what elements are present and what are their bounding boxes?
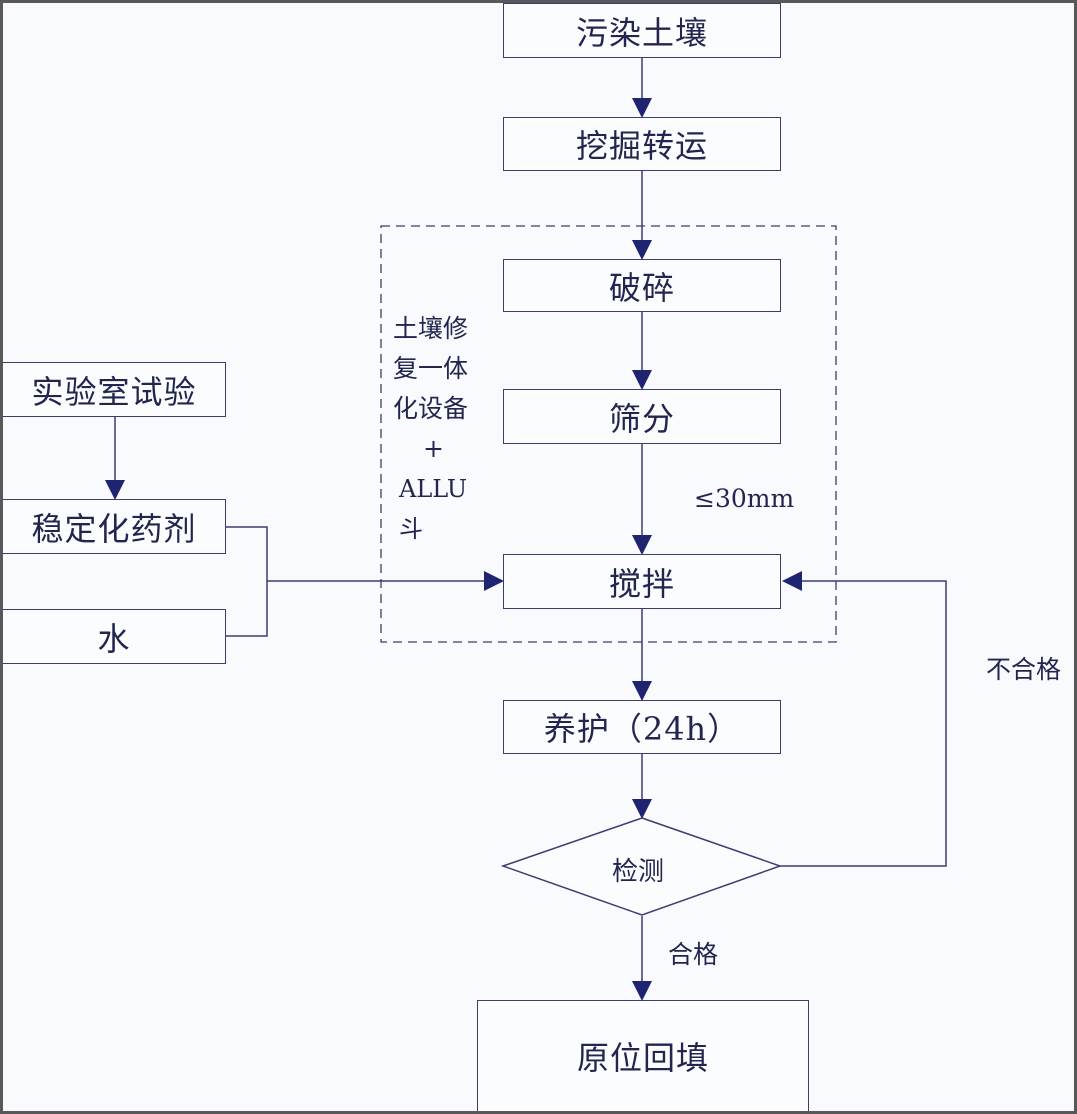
step-label: 搅拌: [608, 564, 675, 603]
step-mixing: 搅拌: [503, 554, 781, 609]
step-label: 挖掘转运: [575, 127, 708, 165]
step-label: 污染土壤: [575, 13, 708, 52]
step-in-situ-backfill: 原位回填: [477, 1000, 809, 1111]
testing-label: 检测: [612, 857, 665, 887]
input-lab-test: 实验室试验: [3, 362, 226, 417]
testing-decision-diamond: [500, 817, 783, 916]
equipment-label-line: 土壤修: [393, 314, 469, 343]
equipment-group-label: 土壤修 复一体 化设备 + ALLU 斗: [393, 309, 493, 549]
input-label: 水: [97, 619, 131, 658]
step-label: 筛分: [608, 399, 675, 438]
connectors: [105, 57, 947, 1001]
input-water: 水: [3, 609, 226, 664]
step-label: 破碎: [608, 268, 675, 307]
input-label: 实验室试验: [31, 372, 197, 411]
step-label: 养护（24h）: [543, 710, 741, 748]
input-stabilizer: 稳定化药剂: [3, 499, 226, 554]
step-contaminated-soil: 污染土壤: [503, 3, 781, 58]
step-excavation-transport: 挖掘转运: [503, 117, 781, 171]
step-crushing: 破碎: [503, 259, 781, 312]
connector-stabilizer-bracket: [225, 526, 268, 637]
step-label: 原位回填: [576, 1039, 709, 1077]
equipment-group-dashed-border: [380, 225, 837, 643]
input-label: 稳定化药剂: [31, 509, 197, 548]
pass-label: 合格: [668, 940, 719, 969]
flowchart-canvas: 污染土壤 挖掘转运 破碎 筛分 搅拌 养护（24h） 检测 原位回填 实验室试验…: [3, 3, 1074, 1111]
arrow-fail-loop: [780, 571, 947, 867]
particle-size-label: ≤30mm: [694, 484, 795, 513]
step-screening: 筛分: [503, 389, 781, 444]
equipment-label-line: 化设备: [393, 394, 469, 423]
step-curing: 养护（24h）: [503, 700, 781, 754]
equipment-label-line: ALLU 斗: [399, 475, 468, 543]
equipment-label-plus: +: [423, 434, 444, 463]
fail-label: 不合格: [986, 655, 1062, 684]
equipment-label-line: 复一体: [393, 354, 469, 383]
